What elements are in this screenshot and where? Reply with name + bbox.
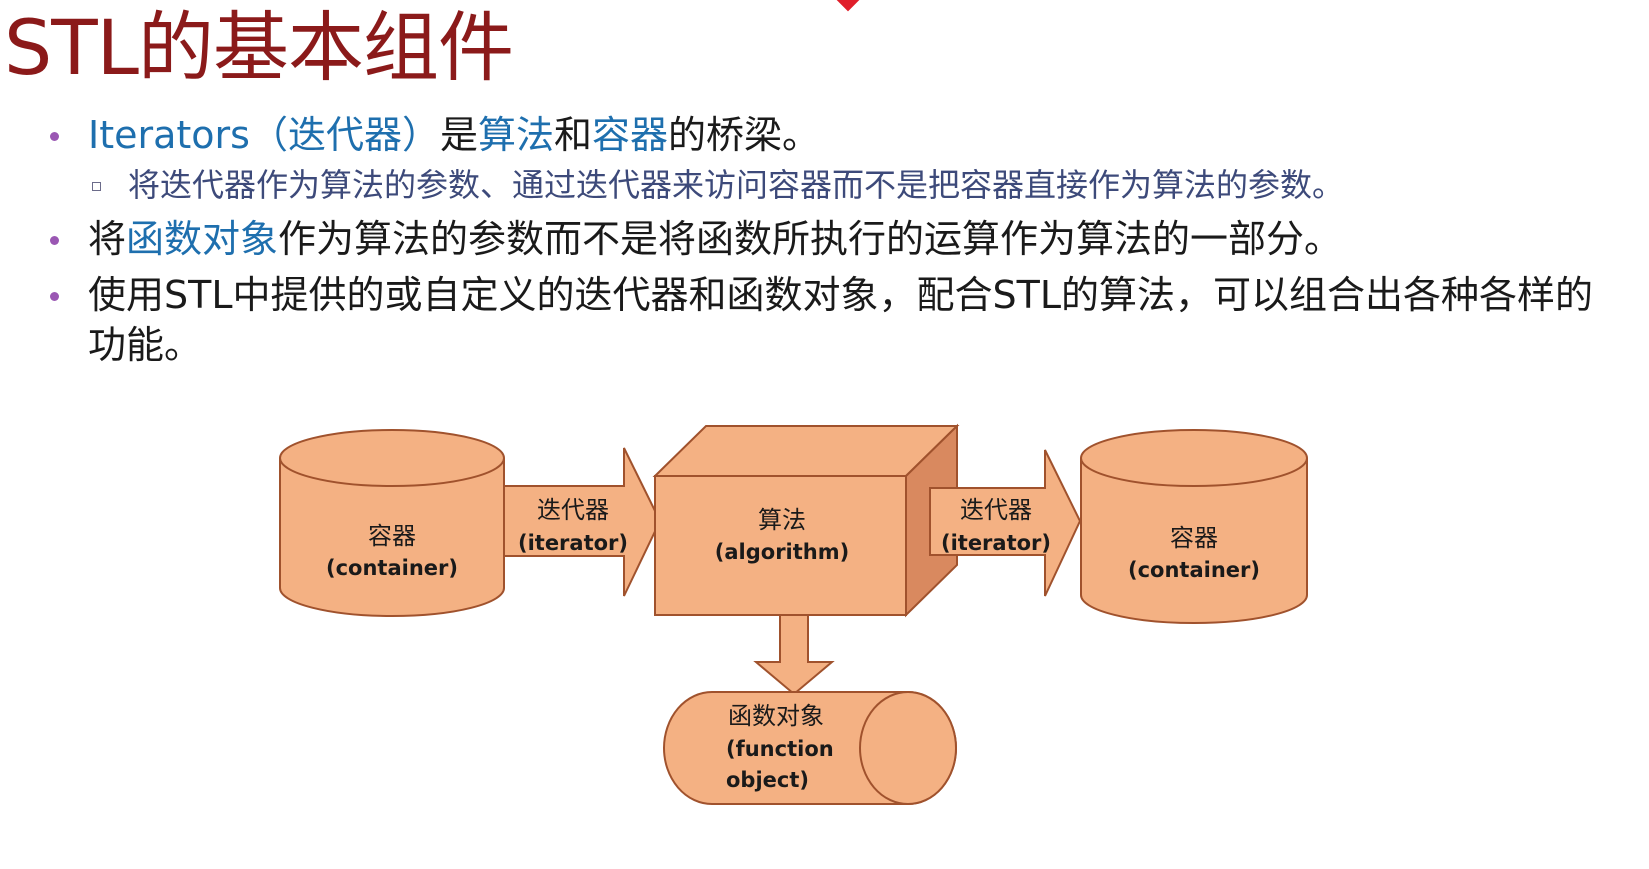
bullet-fo-text: 作为算法的参数而不是将函数所执行的运算作为算法的一部分。 [278, 217, 1343, 261]
bullet-container-term: 容器 [592, 113, 669, 157]
container-left-en: (container) [326, 556, 458, 580]
iterator-arrow-left: 迭代器 (iterator) [503, 447, 662, 597]
bullet-iterators: Iterators（迭代器）是算法和容器的桥梁。 [44, 110, 1644, 160]
bullet-fo-term: 函数对象 [126, 217, 279, 261]
slide-title: STL的基本组件 [4, 3, 514, 92]
algorithm-cn: 算法 [758, 506, 806, 534]
sub-bullet-iterator-param: 将迭代器作为算法的参数、通过迭代器来访问容器而不是把容器直接作为算法的参数。 [44, 162, 1644, 208]
function-object-arrow [753, 613, 835, 696]
container-left-cylinder: 容器 (container) [279, 429, 505, 617]
bullet-list: Iterators（迭代器）是算法和容器的桥梁。 将迭代器作为算法的参数、通过迭… [44, 110, 1644, 370]
bullet-bridge-text: 的桥梁。 [668, 113, 821, 157]
container-left-cn: 容器 [368, 522, 416, 550]
bullet-algorithm-term: 算法 [477, 113, 554, 157]
function-object-cn: 函数对象 [728, 702, 824, 730]
container-right-cn: 容器 [1170, 524, 1218, 552]
bullet-and-text: 和 [554, 113, 593, 157]
iterator-right-en: (iterator) [941, 531, 1051, 555]
iterator-arrow-right: 迭代器 (iterator) [929, 449, 1082, 597]
algorithm-box: 算法 (algorithm) [652, 423, 960, 618]
bullet-combine: 使用STL中提供的或自定义的迭代器和函数对象，配合STL的算法，可以组合出各种各… [44, 270, 1608, 370]
iterator-right-cn: 迭代器 [960, 496, 1032, 524]
function-object-cylinder: 函数对象 (function object) [663, 691, 957, 805]
bullet-iterators-text: 是 [439, 113, 478, 157]
algorithm-en: (algorithm) [715, 540, 849, 564]
function-object-en-1: (function [726, 737, 834, 761]
container-right-en: (container) [1128, 558, 1260, 582]
function-object-en-2: object) [726, 768, 809, 792]
container-right-cylinder: 容器 (container) [1080, 429, 1308, 624]
iterator-left-en: (iterator) [518, 531, 628, 555]
bullet-iterators-term: Iterators（迭代器） [88, 113, 440, 157]
bullet-fo-lead: 将 [88, 217, 127, 261]
bullet-function-object: 将函数对象作为算法的参数而不是将函数所执行的运算作为算法的一部分。 [44, 214, 1644, 264]
iterator-left-cn: 迭代器 [537, 496, 609, 524]
